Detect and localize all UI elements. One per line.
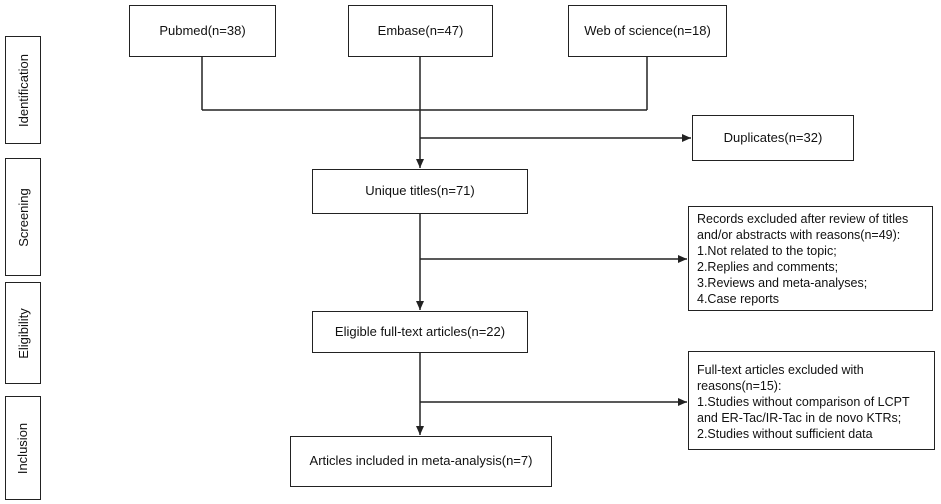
stage-label: Screening: [15, 187, 31, 247]
stage-label: Eligibility: [15, 307, 31, 359]
fulltext-excluded-line: 1.Studies without comparison of LCPT: [697, 395, 910, 409]
source-embase-label: Embase(n=47): [377, 22, 464, 38]
source-embase: Embase(n=47): [348, 5, 493, 57]
unique-titles-label: Unique titles(n=71): [365, 183, 475, 199]
stage-eligibility: Eligibility: [5, 282, 41, 384]
fulltext-excluded-line: and ER-Tac/IR-Tac in de novo KTRs;: [697, 411, 902, 425]
eligible-label: Eligible full-text articles(n=22): [334, 323, 506, 339]
stage-label: Identification: [15, 53, 31, 127]
stage-label: Inclusion: [15, 422, 31, 474]
fulltext-excluded-line: Full-text articles excluded with: [697, 363, 864, 377]
unique-titles-box: Unique titles(n=71): [312, 169, 528, 214]
included-label: Articles included in meta-analysis(n=7): [309, 453, 533, 469]
stage-screening: Screening: [5, 158, 41, 276]
source-web-of-science: Web of science(n=18): [568, 5, 727, 57]
included-box: Articles included in meta-analysis(n=7): [290, 436, 552, 487]
duplicates-label: Duplicates(n=32): [723, 129, 823, 145]
duplicates-box: Duplicates(n=32): [692, 115, 854, 161]
records-excluded-line: 3.Reviews and meta-analyses;: [697, 276, 868, 290]
fulltext-excluded-line: reasons(n=15):: [697, 379, 782, 393]
stage-identification: Identification: [5, 36, 41, 144]
stage-inclusion: Inclusion: [5, 396, 41, 500]
fulltext-excluded-box: Full-text articles excluded with reasons…: [688, 351, 935, 450]
source-pubmed: Pubmed(n=38): [129, 5, 276, 57]
records-excluded-box: Records excluded after review of titles …: [688, 206, 933, 311]
records-excluded-line: 1.Not related to the topic;: [697, 244, 837, 258]
records-excluded-line: Records excluded after review of titles: [697, 212, 909, 226]
records-excluded-line: 2.Replies and comments;: [697, 260, 839, 274]
fulltext-excluded-line: 2.Studies without sufficient data: [697, 427, 873, 441]
eligible-box: Eligible full-text articles(n=22): [312, 311, 528, 353]
records-excluded-line: 4.Case reports: [697, 292, 779, 306]
source-pubmed-label: Pubmed(n=38): [159, 22, 246, 38]
source-wos-label: Web of science(n=18): [584, 22, 711, 38]
records-excluded-line: and/or abstracts with reasons(n=49):: [697, 228, 901, 242]
